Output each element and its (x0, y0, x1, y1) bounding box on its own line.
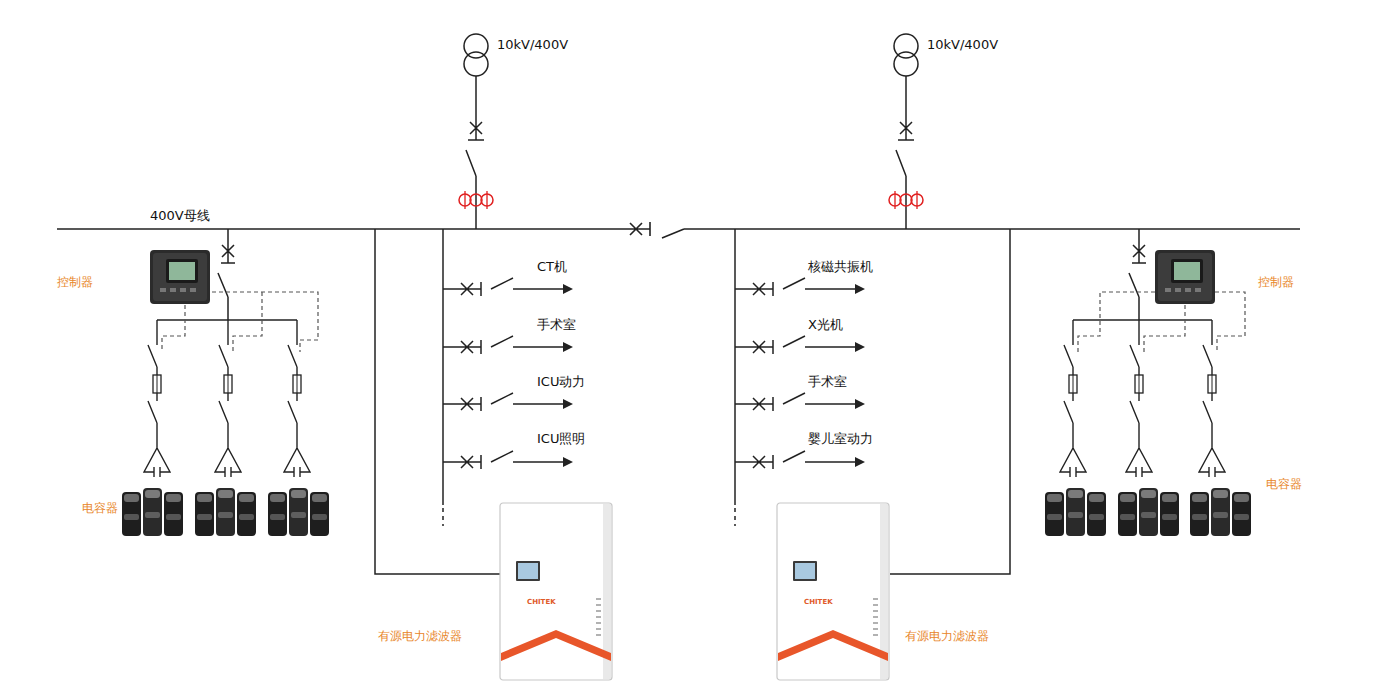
feeder-breaker (735, 336, 865, 354)
capacitor-image (122, 488, 183, 536)
feeder-breaker (443, 451, 573, 469)
capacitor-branch (1126, 320, 1152, 477)
rating-label: 10kV/400V (927, 37, 998, 53)
feeder-continuation (442, 508, 444, 526)
capacitor-branch (1199, 320, 1225, 477)
capacitor-branch (284, 320, 310, 477)
feeder-label: 手术室 (537, 317, 576, 333)
feeder-continuation (734, 508, 736, 526)
apf-wire (890, 229, 1010, 574)
brand-logo: CHITEK (527, 598, 556, 607)
capacitor-breaker (1129, 229, 1146, 320)
transformer-incomer (459, 34, 493, 229)
feeder-riser (442, 229, 444, 505)
bus-label: 400V母线 (150, 208, 210, 224)
capacitor-breaker (218, 229, 235, 320)
feeder-breaker (443, 278, 573, 296)
bus-bar (57, 222, 1300, 238)
feeder-label: 核磁共振机 (808, 259, 873, 275)
brand-logo: CHITEK (804, 598, 833, 607)
feeder-label: X光机 (808, 317, 843, 333)
capacitor-image (268, 488, 329, 536)
controller-image (150, 250, 210, 304)
device-label: 电容器 (1266, 476, 1302, 492)
feeder-label: 手术室 (808, 374, 847, 390)
feeder-breaker (735, 393, 865, 411)
capacitor-image (1190, 488, 1251, 536)
capacitor-branch (215, 320, 241, 477)
feeder-label: ICU动力 (537, 374, 585, 390)
controller-image (1155, 250, 1215, 304)
capacitor-image (195, 488, 256, 536)
feeder-label: CT机 (537, 259, 567, 275)
device-label: 控制器 (1258, 274, 1294, 290)
feeder-breaker (443, 336, 573, 354)
device-label: 控制器 (57, 274, 93, 290)
capacitor-image (1045, 488, 1106, 536)
feeder-riser (734, 229, 736, 505)
capacitor-branch (1060, 320, 1086, 477)
apf-device (500, 503, 612, 680)
feeder-breaker (735, 278, 865, 296)
capacitor-bus (1073, 319, 1212, 321)
apf-device (777, 503, 889, 680)
device-label: 电容器 (82, 500, 118, 516)
rating-label: 10kV/400V (497, 37, 568, 53)
transformer-incomer (889, 34, 923, 229)
capacitor-bus (157, 319, 297, 321)
feeder-label: ICU照明 (537, 431, 585, 447)
feeder-breaker (443, 393, 573, 411)
capacitor-branch (144, 320, 170, 477)
apf-wire (375, 229, 500, 574)
device-label: 有源电力滤波器 (378, 628, 462, 644)
capacitor-image (1118, 488, 1179, 536)
device-label: 有源电力滤波器 (905, 628, 989, 644)
feeder-label: 婴儿室动力 (808, 431, 873, 447)
feeder-breaker (735, 451, 865, 469)
